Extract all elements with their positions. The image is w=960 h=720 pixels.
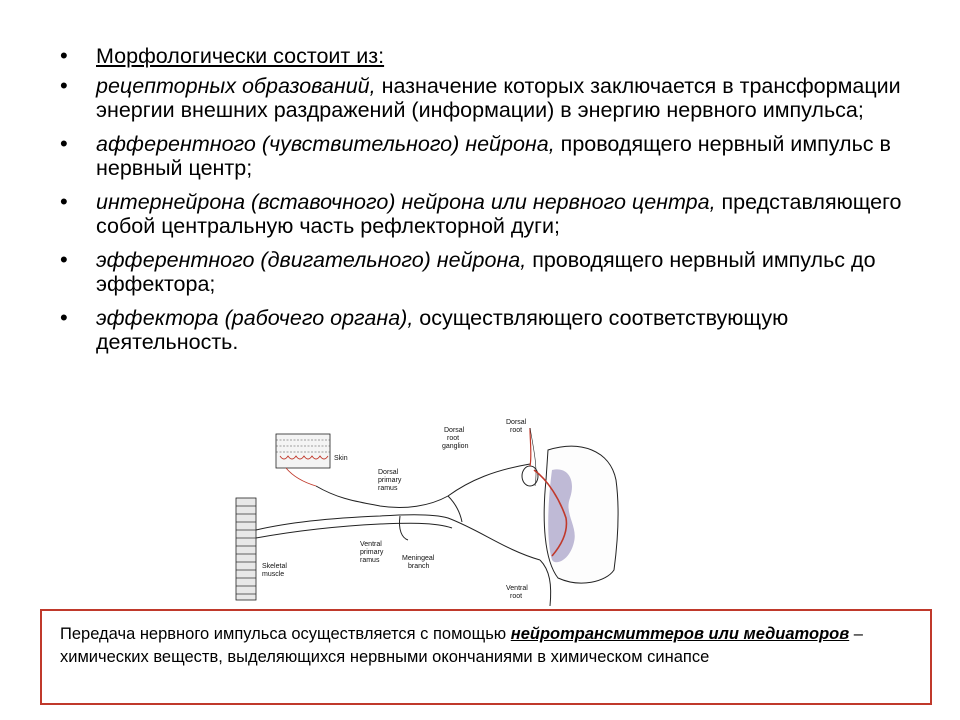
note-highlight: нейротрансмиттеров или медиаторов [510,625,850,643]
bullet-emphasis: рецепторных образований, [96,74,376,98]
diagram-labels: Skin Dorsal primary ramus Dorsal root ga… [262,419,528,600]
bullet-heading: • Морфологически состоит из: [60,43,920,69]
bullet-marker: • [60,189,68,214]
nerve-paths [255,427,552,607]
bullet-list: • Морфологически состоит из: • рецепторн… [60,44,920,364]
label-dorsal-root-1: Dorsal [506,419,527,426]
label-dorsal-primary-ramus-3: ramus [378,485,398,492]
bullet-item: • рецепторных образований, назначение ко… [60,73,920,123]
label-ventral-root-1: Ventral [506,585,528,592]
label-ventral-primary-ramus-2: primary [360,549,384,556]
muscle-illustration [235,497,257,601]
info-note-box: Передача нервного импульса осуществляетс… [40,609,932,705]
bullet-text: осуществляющего соответствующую деятельн… [96,306,789,354]
bullet-text: представляющего собой центральную часть … [96,190,902,238]
spinal-cord [533,445,619,584]
bullet-text: назначение которых заключается в трансфо… [96,74,901,122]
label-meningeal-branch-2: branch [408,563,430,570]
label-meningeal-branch-1: Meningeal [402,555,435,562]
label-ventral-primary-ramus-1: Ventral [360,541,382,548]
label-skeletal-muscle-1: Skeletal [262,563,287,570]
bullet-marker: • [60,73,68,98]
label-dorsal-root-ganglion-2: root [447,435,459,442]
label-ventral-primary-ramus-3: ramus [360,557,380,564]
bullet-marker: • [60,131,68,156]
bullet-text: проводящего нервный импульс в нервный це… [96,132,891,180]
bullet-item: • интернейрона (вставочного) нейрона или… [60,189,920,239]
bullet-marker: • [60,43,68,68]
bullet-item: • эфферентного (двигательного) нейрона, … [60,247,920,297]
label-skin: Skin [334,455,348,462]
skin-illustration [275,433,331,487]
note-text-before: Передача нервного импульса осуществляетс… [60,625,511,643]
bullet-marker: • [60,247,68,272]
heading-text: Морфологически состоит из: [96,44,385,68]
bullet-emphasis: интернейрона (вставочного) нейрона или н… [96,190,716,214]
reflex-arc-diagram: Skin Dorsal primary ramus Dorsal root ga… [235,419,619,607]
note-text-after: – химических веществ, выделяющихся нервн… [60,625,863,666]
label-dorsal-primary-ramus-2: primary [378,477,402,484]
label-dorsal-primary-ramus-1: Dorsal [378,469,399,476]
bullet-emphasis: афферентного (чувствительного) нейрона, [96,132,555,156]
bullet-emphasis: эфферентного (двигательного) нейрона, [96,248,527,272]
bullet-item: • эффектора (рабочего органа), осуществл… [60,305,920,355]
bullet-item: • афферентного (чувствительного) нейрона… [60,131,920,181]
label-ventral-root-2: root [510,593,522,600]
bullet-marker: • [60,305,68,330]
label-dorsal-root-2: root [510,427,522,434]
label-dorsal-root-ganglion-3: ganglion [442,443,469,450]
bullet-text: проводящего нервный импульс до эффектора… [96,248,876,296]
label-skeletal-muscle-2: muscle [262,571,284,578]
label-dorsal-root-ganglion-1: Dorsal [444,427,465,434]
bullet-emphasis: эффектора (рабочего органа), [96,306,414,330]
